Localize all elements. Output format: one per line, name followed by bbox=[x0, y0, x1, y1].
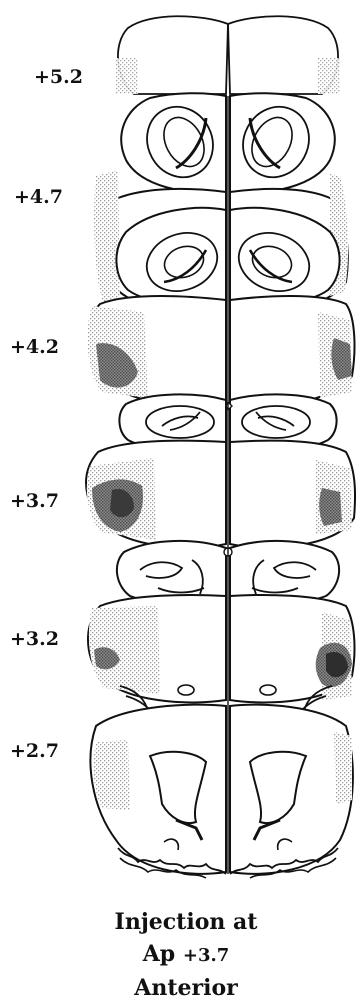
hemisphere-right-5-2 bbox=[230, 93, 335, 193]
caption-line-1: Injection at bbox=[86, 906, 286, 938]
level-label: +3.7 bbox=[10, 490, 59, 512]
label-dense-right-3-7 bbox=[319, 488, 342, 526]
section-plus-4-2 bbox=[87, 208, 354, 406]
level-label: +4.7 bbox=[14, 186, 63, 208]
caption-ap-prefix: Ap bbox=[143, 941, 175, 967]
subcortical-left-3-2 bbox=[117, 541, 226, 603]
level-label: +2.7 bbox=[10, 740, 59, 762]
label-region-left-4-7 bbox=[94, 170, 120, 304]
hemisphere-left-5-2 bbox=[121, 93, 226, 193]
caption-ap-value: +3.7 bbox=[183, 945, 229, 966]
subcortical-right-3-2 bbox=[230, 541, 339, 603]
caption-line-3: Anterior bbox=[86, 972, 286, 1004]
label-region-right-2-7 bbox=[334, 732, 352, 804]
caption-line-2: Ap +3.7 bbox=[86, 938, 286, 972]
section-plus-3-7 bbox=[86, 394, 355, 547]
level-label: +5.2 bbox=[34, 66, 83, 88]
label-region-right-5-2 bbox=[318, 58, 340, 94]
section-plus-3-2 bbox=[88, 541, 354, 716]
level-label: +4.2 bbox=[10, 336, 59, 358]
label-region-left-5-2 bbox=[116, 58, 138, 94]
section-plus-2-7 bbox=[90, 705, 352, 878]
injection-caption: Injection at Ap +3.7 Anterior bbox=[86, 906, 286, 1004]
level-label: +3.2 bbox=[10, 628, 59, 650]
label-region-left-2-7 bbox=[94, 740, 130, 810]
